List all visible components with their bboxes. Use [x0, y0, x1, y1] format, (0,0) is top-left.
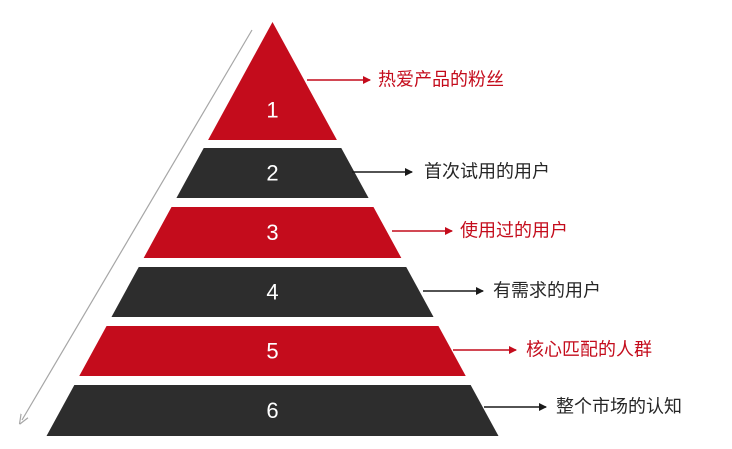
tier-5-number: 5 — [266, 339, 278, 364]
funnel-direction-arrow — [22, 29, 253, 420]
tier-4-number: 4 — [266, 280, 278, 305]
pyramid-tier-3 — [143, 207, 402, 258]
pyramid-tier-6 — [46, 385, 499, 436]
pyramid-tier-2 — [176, 148, 369, 198]
tier-2-number: 2 — [266, 161, 278, 186]
pyramid-tier-1 — [208, 22, 337, 140]
tier-1-label: 热爱产品的粉丝 — [378, 70, 504, 91]
tier-5-label: 核心匹配的人群 — [526, 340, 652, 361]
tier-1-number: 1 — [266, 98, 278, 123]
tier-4-label: 有需求的用户 — [493, 281, 601, 302]
tier-6-label: 整个市场的认知 — [556, 397, 682, 418]
tier-6-number: 6 — [266, 398, 278, 423]
pyramid-tier-5 — [79, 326, 466, 376]
tier-3-label: 使用过的用户 — [460, 221, 568, 242]
tier-2-label: 首次试用的用户 — [424, 162, 550, 183]
tier-3-number: 3 — [266, 220, 278, 245]
pyramid-tier-4 — [111, 267, 434, 317]
